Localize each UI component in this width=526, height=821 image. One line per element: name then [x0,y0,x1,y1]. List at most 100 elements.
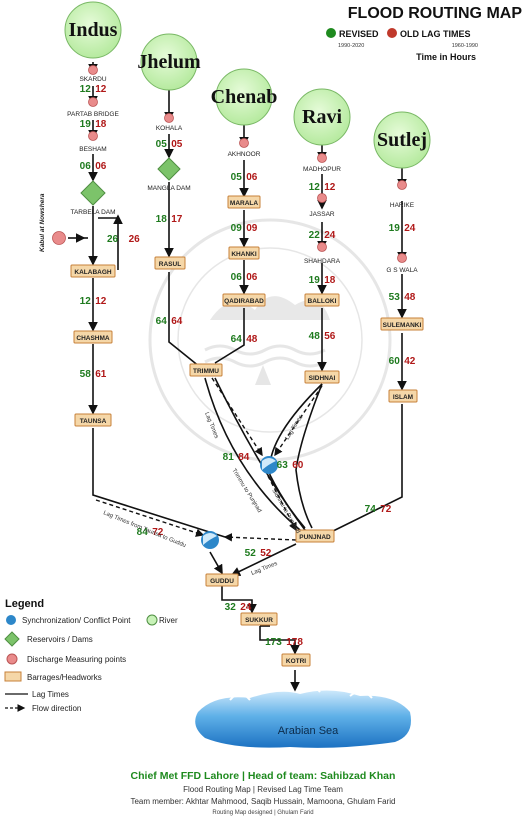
point-besham [88,131,98,141]
old-years: 1960-1990 [452,43,478,49]
barrage-sulemanki [380,317,424,331]
discharge-points [52,65,407,263]
lag-akhnoor-marala: 05 06 [231,167,258,184]
flow-direction-lines [95,377,323,542]
revised-label: REVISED [339,29,379,39]
footer-line-2: Flood Routing Map | Revised Lag Time Tea… [183,785,343,794]
label-guddu: GUDDU [210,578,234,585]
dam-legend-icon [4,631,20,647]
lag-balloki-sidhnai: 48 56 [309,326,336,343]
label-madhopur: MADHOPUR [303,166,341,173]
label-gswala: G S WALA [386,267,418,274]
lag-skardu-partab: 12 12 [80,79,107,96]
river-circle-ravi: Ravi [293,88,351,146]
legend-title: Legend [5,598,44,610]
revised-dot [326,28,336,38]
point-shahdara [317,242,327,252]
sync-point-sidhnai [260,456,278,474]
label-sukkur: SUKKUR [245,617,273,624]
label-punjnad: PUNJNAD [299,534,331,541]
footer-line-1: Chief Met FFD Lahore | Head of team: Sah… [130,770,396,782]
footer-line-3: Team member: Akhtar Mahmood, Saqib Hussa… [130,797,396,806]
dam-tarbela-icon [80,180,106,206]
header: FLOOD ROUTING MAP REVISED OLD LAG TIMES … [326,5,522,62]
lag-partab-besham: 19 18 [80,114,107,131]
lag-shahdara-balloki: 19 18 [309,270,336,287]
label-trimmu: TRIMMU [193,368,219,375]
sync-point-guddu [201,531,219,549]
river-circle-jhelum: Jhelum [137,33,201,91]
watermark-seal [148,218,392,462]
route-labels: Lag Times from Taunsa to Guddu Trimmu to… [102,412,304,577]
lag-madhopur-jassar: 12 12 [309,177,336,194]
river-name-ravi: Ravi [302,106,342,128]
river-name-jhelum: Jhelum [137,51,201,73]
label-khanki: KHANKI [231,251,256,258]
barrage-balloki [304,293,340,307]
point-skardu [88,65,98,75]
route-label-trimmu-punjnad: Trimmu to Punjnad [230,468,262,514]
barrage-kalabagh [70,264,116,278]
label-balloki: BALLOKI [308,298,337,305]
legend: Legend Synchronization/ Conflict Point R… [4,598,178,713]
barrage-qadirabad [222,293,266,307]
label-besham: BESHAM [79,146,106,153]
label-kohala: KOHALA [156,125,183,132]
label-sulemanki: SULEMANKI [383,322,422,329]
arabian-sea: Arabian Sea [195,684,411,748]
label-harike: HARIKE [390,202,415,209]
dam-mangla-icon [157,157,181,181]
river-circle-sutlej: Sutlej [373,111,431,169]
lag-rasul-trimmu: 64 64 [156,311,183,328]
time-units: Time in Hours [416,52,476,62]
lag-mangla-rasul: 18 17 [156,209,183,226]
lag-punjnad-guddu: 52 52 [245,543,272,560]
lag-jassar-shahdara: 22 24 [309,225,336,242]
legend-points: Discharge Measuring points [27,655,126,664]
label-tarbela: TARBELA DAM [70,209,115,216]
lag-marala-khanki: 09 09 [231,218,258,235]
route-label-sidhnai-punjnad: Sidhnai to Punjnad [270,488,300,535]
lag-sukkur-kotri: 173 178 [265,632,303,649]
legend-barrages: Barrages/Headworks [27,673,102,682]
page-title: FLOOD ROUTING MAP [348,5,523,22]
river-name-indus: Indus [69,19,118,41]
lag-times: 12 12 19 18 06 06 26 26 12 12 58 61 84 7… [80,79,416,649]
label-islam: ISLAM [393,394,413,401]
revised-years: 1990-2020 [338,43,364,49]
dams [80,157,181,206]
footer-line-4: Routing Map designed | Ghulam Farid [212,810,314,816]
label-akhnoor: AKHNOOR [228,151,261,158]
barrage-rasul [154,256,186,270]
lag-sidhnai-punjnad: 63 60 [277,455,304,472]
point-akhnoor [239,138,249,148]
point-kohala [164,113,174,123]
label-sidhnai: SIDHNAI [309,375,336,382]
legend-sync: Synchronization/ Conflict Point [22,616,131,625]
label-kalabagh: KALABAGH [74,269,111,276]
station-labels: SKARDU PARTAB BRIDGE BESHAM TARBELA DAM … [39,76,422,665]
river-circle-indus: Indus [64,1,122,59]
barrage-guddu [205,573,239,587]
barrage-punjnad [295,529,335,543]
lag-trimmu-punjnad: 81 84 [223,447,250,464]
lag-besham-tarbela: 06 06 [80,156,107,173]
point-madhopur [317,153,327,163]
label-mangla: MANGLA DAM [147,185,190,192]
river-legend-icon [146,614,158,626]
lag-kabul-kalabagh: 26 26 [107,229,140,246]
label-rasul: RASUL [159,261,181,268]
label-partab: PARTAB BRIDGE [67,111,119,118]
barrage-trimmu [189,363,223,377]
barrage-sidhnai [304,370,340,384]
lag-harike-gswala: 19 24 [389,218,416,235]
river-name-sutlej: Sutlej [377,129,427,151]
point-kabul [52,231,66,245]
label-chashma: CHASHMA [76,335,110,342]
lag-guddu-sukkur: 32 24 [225,597,252,614]
point-harike [397,180,407,190]
barrage-chashma [73,330,113,344]
lag-islam-punjnad: 74 72 [365,499,392,516]
lag-taunsa-guddu: 84 72 [137,522,164,539]
